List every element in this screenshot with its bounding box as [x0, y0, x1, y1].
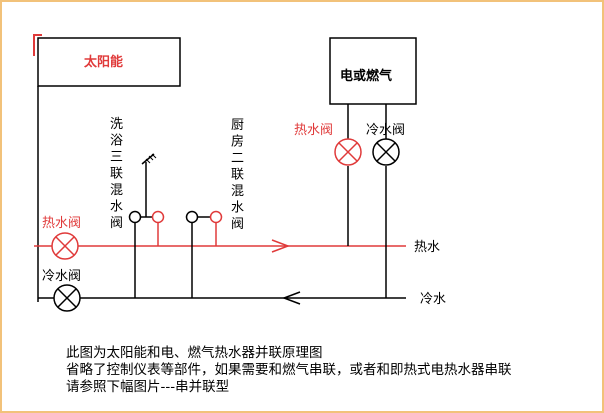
vertical-label-char: 房 [231, 134, 244, 150]
vertical-label-char: 混 [110, 183, 123, 198]
cold-valve-right-label: 冷水阀 [366, 123, 405, 138]
valve-cross [55, 236, 75, 256]
cold-valve-left: 冷水阀 [42, 269, 81, 312]
vertical-label-char: 厨 [231, 118, 244, 133]
vertical-label-char: 洗 [110, 117, 123, 132]
cold-flow-arrow [281, 291, 301, 305]
vertical-label-char: 浴 [110, 134, 123, 149]
vertical-label-char: 混 [231, 184, 244, 199]
vertical-label-char: 阀 [231, 217, 244, 232]
kitchen-mixer: 厨房二联混水阀 [185, 118, 244, 298]
mixer-cold-inlet [185, 210, 199, 224]
cold-valve-left-label: 冷水阀 [42, 269, 81, 284]
solar-corner-pipe [33, 34, 42, 56]
caption-line: 省略了控制仪表等部件，如果需要和燃气串联，或者和即热式电热水器串联 [66, 362, 512, 378]
vertical-label-char: 三 [110, 150, 123, 165]
hot-valve-left: 热水阀 [42, 216, 81, 260]
gas-heater: 电或燃气 热水阀 冷水阀 [294, 37, 417, 298]
vertical-label-char: 水 [231, 201, 244, 216]
valve-cross [376, 142, 396, 162]
valve-cross [57, 288, 77, 308]
vertical-label-char: 二 [231, 151, 244, 166]
mixer-hot-inlet [151, 210, 165, 224]
bath-mixer: 洗浴三联混水阀 [110, 117, 165, 298]
hot-valve-right-label: 热水阀 [294, 123, 333, 138]
cold-pipe: 冷水 [38, 291, 446, 307]
hot-pipe-label: 热水 [414, 240, 440, 255]
hot-pipe: 热水 [34, 239, 440, 255]
bath-mixer-label: 洗浴三联混水阀 [110, 117, 123, 231]
kitchen-mixer-label: 厨房二联混水阀 [231, 118, 244, 232]
vertical-label-char: 联 [231, 168, 244, 183]
mixer-hot-inlet [209, 210, 223, 224]
mixer-cold-inlet [128, 210, 142, 224]
caption-line: 此图为太阳能和电、燃气热水器并联原理图 [66, 345, 323, 361]
caption: 此图为太阳能和电、燃气热水器并联原理图 省略了控制仪表等部件，如果需要和燃气串联… [66, 345, 512, 396]
valve-cross [338, 142, 358, 162]
vertical-label-char: 联 [110, 167, 123, 182]
hot-valve-left-label: 热水阀 [42, 216, 81, 231]
gas-heater-label: 电或燃气 [340, 68, 392, 84]
caption-line: 请参照下幅图片---串并联型 [66, 379, 230, 395]
cold-pipe-label: 冷水 [420, 292, 446, 307]
shower-head-icon [141, 153, 157, 165]
gas-heater-box [329, 37, 417, 105]
hot-flow-arrow [271, 239, 291, 253]
vertical-label-char: 阀 [110, 216, 123, 231]
solar-box [37, 37, 181, 87]
solar-heater: 太阳能 [33, 34, 181, 87]
solar-label: 太阳能 [83, 54, 123, 70]
vertical-label-char: 水 [110, 200, 123, 215]
